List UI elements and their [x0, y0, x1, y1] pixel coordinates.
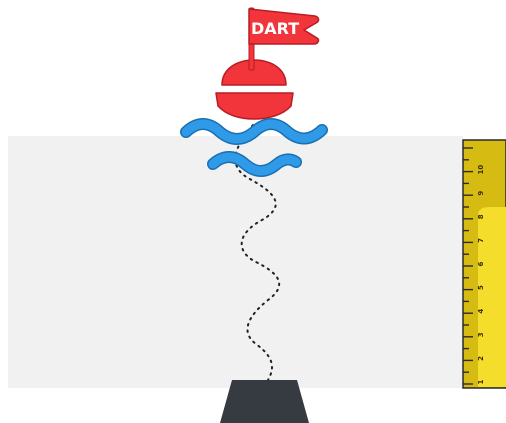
water-panel [8, 136, 463, 388]
flag-label: DART [251, 19, 299, 38]
dart-buoy: DART [216, 8, 319, 119]
gauge-tick-label: 6 [477, 261, 485, 266]
gauge-tick-label: 2 [477, 356, 485, 361]
gauge-tick-label: 5 [477, 285, 485, 290]
gauge-tick-label: 10 [477, 165, 485, 175]
anchor-weight [220, 380, 309, 423]
buoy-hull [216, 93, 293, 119]
gauge-tick-label: 8 [477, 214, 485, 219]
gauge-tick-label: 7 [477, 238, 485, 243]
gauge-tick-label: 4 [477, 309, 485, 314]
gauge-tick-label: 9 [477, 191, 485, 196]
tide-gauge: 1 2 3 4 5 6 7 8 9 10 [463, 140, 506, 388]
gauge-tick-label: 3 [477, 332, 485, 337]
gauge-tick-label: 1 [477, 379, 485, 384]
